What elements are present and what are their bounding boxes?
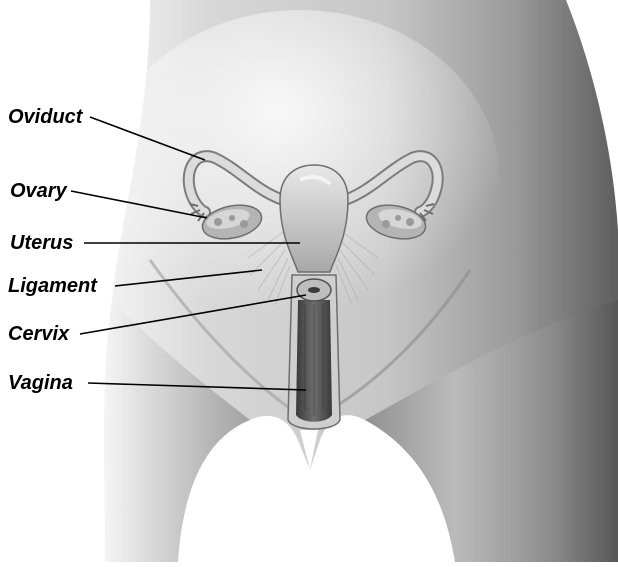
label-ovary: Ovary [10,181,67,201]
label-ligament: Ligament [8,276,97,296]
label-vagina: Vagina [8,373,73,393]
cervix [297,279,331,301]
label-oviduct: Oviduct [8,107,82,127]
label-cervix: Cervix [8,324,69,344]
body-silhouette [100,0,618,562]
label-uterus: Uterus [10,233,73,253]
